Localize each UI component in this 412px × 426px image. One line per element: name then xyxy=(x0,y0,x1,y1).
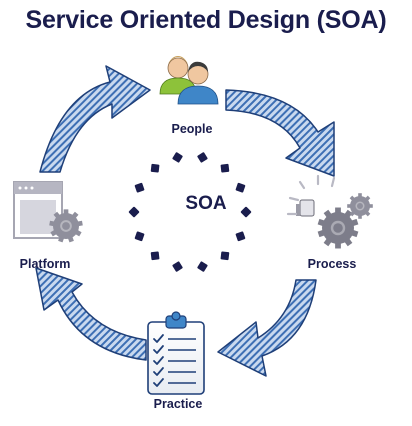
gear-icon xyxy=(49,209,83,243)
ring-dot xyxy=(134,231,145,242)
ring-dot xyxy=(172,152,183,163)
diagram-title: Service Oriented Design (SOA) xyxy=(25,6,387,34)
ring-dot xyxy=(150,251,160,261)
thumbs-up-icon xyxy=(296,199,315,217)
node-label-platform: Platform xyxy=(19,257,71,271)
cycle-arrows xyxy=(35,65,335,377)
node-label-practice: Practice xyxy=(153,397,203,411)
ring-dot xyxy=(197,261,208,272)
ring-dot xyxy=(128,206,140,218)
node-label-process: Process xyxy=(307,257,357,271)
soa-dot-ring xyxy=(128,152,252,272)
ring-dot xyxy=(150,163,160,173)
gear-icon xyxy=(347,193,373,219)
ring-dot xyxy=(220,163,230,173)
window-gear-icon xyxy=(13,181,83,243)
check-mark-icon xyxy=(153,356,164,365)
ring-dot xyxy=(235,231,246,242)
check-mark-icon xyxy=(153,367,164,376)
ring-dot xyxy=(134,182,145,193)
check-mark-icon xyxy=(153,345,164,354)
check-mark-icon xyxy=(153,378,164,387)
gear-icon xyxy=(317,207,359,249)
clipboard-checklist-icon xyxy=(147,311,205,395)
people-icon xyxy=(159,56,219,105)
check-mark-icon xyxy=(153,334,164,343)
arrow-people-to-process xyxy=(225,89,335,177)
ring-dot xyxy=(197,152,208,163)
ring-dot xyxy=(240,206,252,218)
arrow-practice-to-platform xyxy=(35,267,147,361)
ring-dot xyxy=(235,182,246,193)
arrow-process-to-practice xyxy=(217,279,317,377)
ring-dot xyxy=(220,251,230,261)
center-label: SOA xyxy=(185,193,227,214)
ring-dot xyxy=(172,261,183,272)
node-label-people: People xyxy=(171,122,213,136)
arrow-platform-to-people xyxy=(39,65,151,173)
gears-process-icon xyxy=(286,174,373,249)
